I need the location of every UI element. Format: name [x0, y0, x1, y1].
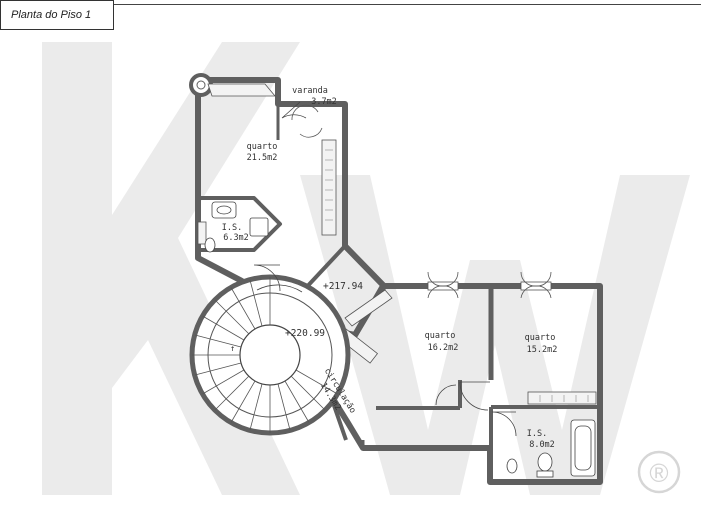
room-name-varanda: varanda [292, 86, 328, 96]
level-marker-2: +220.99 [285, 328, 325, 339]
is1-walls [198, 196, 282, 252]
spiral-staircase: ↑ [189, 274, 351, 436]
wardrobe-right [321, 139, 337, 236]
room-name-is-1: I.S. [222, 223, 242, 233]
room-area-is-1: 6.3m2 [223, 233, 249, 243]
level-markers: +217.94 +220.99 [285, 281, 363, 339]
level-marker-1: +217.94 [323, 281, 363, 292]
door-is1 [253, 264, 281, 292]
is2-toilet [537, 452, 553, 472]
wardrobe-top [207, 83, 276, 97]
door-quarto2 [459, 381, 490, 411]
room-area-is-2: 8.0m2 [529, 440, 555, 450]
window-quarto2 [427, 271, 459, 299]
room-area-quarto-3: 15.2m2 [527, 345, 558, 355]
door-varanda [281, 101, 307, 119]
is1-toilet [204, 237, 216, 253]
wardrobe-hatching [325, 149, 589, 402]
wardrobes [197, 83, 597, 405]
watermark-letter-w [300, 175, 690, 495]
door-q2-lower [435, 384, 457, 406]
title-box: Planta do Piso 1 [0, 0, 114, 30]
door-quarto1-corridor [256, 284, 303, 293]
is2-toilet-tank [536, 470, 554, 478]
room-area-quarto-2: 16.2m2 [428, 343, 459, 353]
wardrobe-is1 [197, 221, 207, 245]
registered-mark: ® [637, 450, 681, 494]
room-name-quarto-2: quarto [425, 331, 456, 341]
is2-bidet [506, 458, 518, 474]
room-name-quarto-1: quarto [247, 142, 278, 152]
door-is2 [491, 411, 517, 437]
wardrobe-q3 [527, 391, 597, 405]
corridor-diagonal [300, 244, 347, 294]
top-border-line [114, 4, 701, 5]
wardrobe-q2 [344, 289, 393, 327]
fixtures [204, 201, 596, 478]
window-quarto3 [520, 271, 552, 299]
stair-arrow: ↑ [230, 344, 235, 354]
doors [253, 101, 517, 437]
is2-bathtub-inner [574, 425, 592, 471]
room-area-quarto-1: 21.5m2 [247, 153, 278, 163]
window-quarto1 [291, 104, 323, 138]
is1-sink [216, 205, 232, 215]
windows [291, 104, 552, 299]
is1-shower [249, 217, 269, 237]
room-name-quarto-3: quarto [525, 333, 556, 343]
room-area-varanda: 3.7m2 [311, 97, 337, 107]
room-name-is-2: I.S. [527, 429, 547, 439]
registered-symbol: ® [649, 458, 668, 488]
plan-title: Planta do Piso 1 [11, 9, 92, 21]
